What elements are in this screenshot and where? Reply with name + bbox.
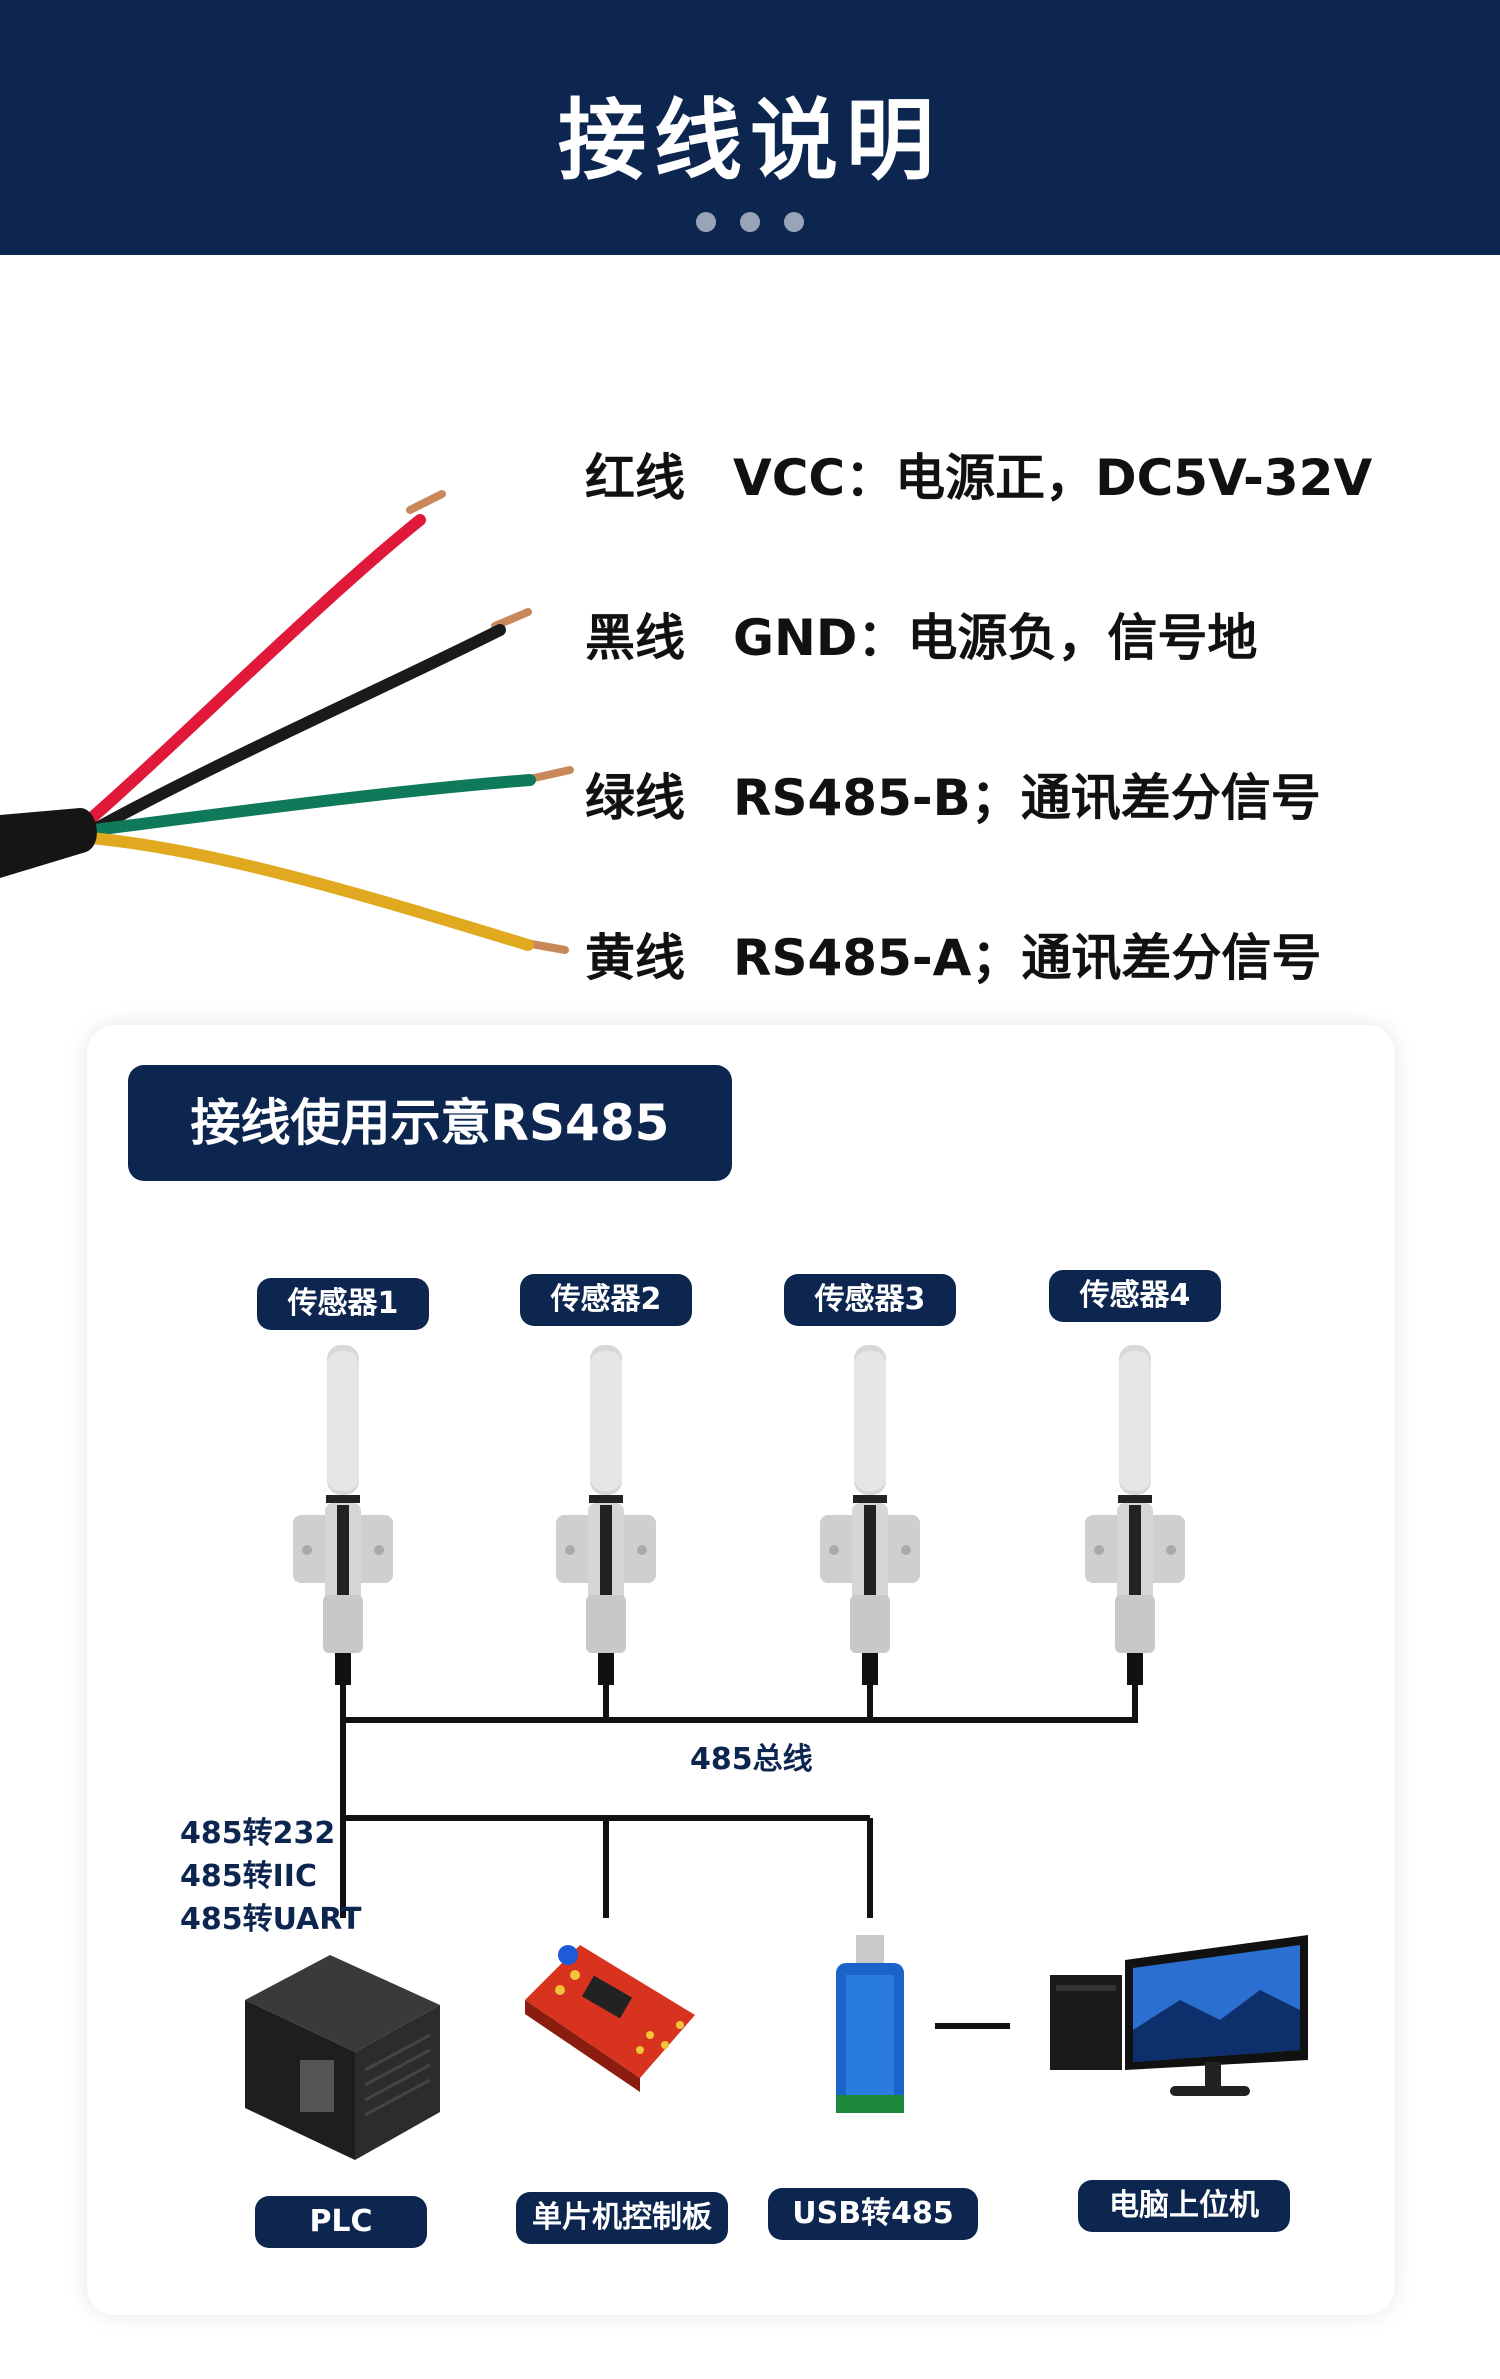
usb-485-device	[836, 1935, 904, 2113]
device-label-pc: 电脑上位机	[1078, 2180, 1290, 2232]
sensor-label-2: 传感器2	[520, 1274, 692, 1326]
wire-label-green: 绿线 RS485-B；通讯差分信号	[585, 758, 1321, 830]
sensor-1	[293, 1345, 393, 1685]
dot-1	[696, 212, 716, 232]
device-label-plc: PLC	[255, 2196, 427, 2248]
wire-label-black: 黑线 GND：电源负，信号地	[585, 598, 1257, 670]
yellow-wire	[84, 832, 534, 951]
wire-name: 红线	[585, 449, 685, 507]
green-wire	[89, 774, 536, 836]
mcu-board-device	[525, 1945, 695, 2092]
pc-device	[1050, 1935, 1308, 2096]
diagram-title: 接线使用示意RS485	[128, 1065, 732, 1181]
converter-label-uart: 485转UART	[180, 1902, 362, 1937]
wire-name: 黑线	[585, 609, 685, 667]
wire-desc: GND：电源负，信号地	[733, 609, 1258, 667]
converter-label-232: 485转232	[180, 1816, 336, 1851]
sensor-2	[556, 1345, 656, 1685]
black-wire	[84, 624, 506, 838]
converter-label-iic: 485转IIC	[180, 1859, 317, 1894]
plc-device	[245, 1955, 440, 2160]
sensor-label-4: 传感器4	[1049, 1270, 1221, 1322]
sensor-4	[1085, 1345, 1185, 1685]
cable-sheath	[0, 808, 97, 878]
sensor-label-1: 传感器1	[257, 1278, 429, 1330]
bus-label: 485总线	[690, 1742, 813, 1777]
sensor-label-3: 传感器3	[784, 1274, 956, 1326]
wire-desc: VCC：电源正，DC5V-32V	[733, 449, 1373, 507]
wire-name: 绿线	[585, 769, 685, 827]
header-dots	[0, 212, 1500, 236]
dot-2	[740, 212, 760, 232]
wire-label-yellow: 黄线 RS485-A；通讯差分信号	[585, 918, 1321, 990]
dot-3	[784, 212, 804, 232]
cable-illustration	[0, 490, 574, 954]
device-label-usb485: USB转485	[768, 2188, 978, 2240]
wire-desc: RS485-B；通讯差分信号	[733, 769, 1321, 827]
wire-desc: RS485-A；通讯差分信号	[733, 929, 1322, 987]
bus-lines	[340, 1685, 1138, 1918]
wire-name: 黄线	[585, 929, 685, 987]
header-banner: 接线说明	[0, 0, 1500, 255]
page-title: 接线说明	[557, 89, 942, 192]
device-label-mcu: 单片机控制板	[516, 2192, 728, 2244]
sensor-3	[820, 1345, 920, 1685]
red-wire	[74, 514, 426, 834]
wire-label-red: 红线 VCC：电源正，DC5V-32V	[585, 438, 1372, 510]
